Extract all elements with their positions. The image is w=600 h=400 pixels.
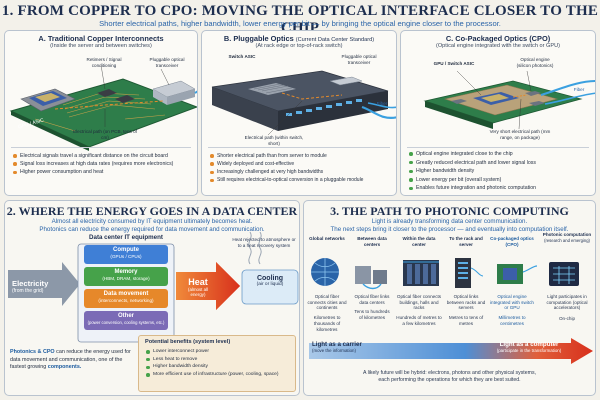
copper-bullets: Electrical signals travel a significant … xyxy=(13,152,173,176)
cpo-bullets: Optical engine integrated close to the c… xyxy=(409,150,536,193)
panel-copper: A. Traditional Copper Interconnects (Ins… xyxy=(4,30,198,196)
benefits-box: Potential benefits (system level) Lower … xyxy=(138,335,296,392)
page-subtitle: Shorter electrical paths, higher bandwid… xyxy=(99,19,501,28)
label-pluggable-transceiver: Pluggable optical transceiver xyxy=(341,54,377,65)
switch-asic xyxy=(248,83,296,95)
panel-photonic-path: 3. THE PATH TO PHOTONIC COMPUTING Light … xyxy=(303,200,596,396)
label-switch-asic: Switch ASIC xyxy=(228,54,256,59)
bullet-item: Electrical signals travel a significant … xyxy=(13,152,173,160)
label-retimers: Retimers / Signal conditioning xyxy=(86,57,122,68)
col-title-photonic: Photonic computation (research and emerg… xyxy=(542,232,592,243)
col-title-between-dc: Between data centers xyxy=(357,236,387,247)
it-equipment-title: Data center IT equipment xyxy=(89,234,163,241)
globe-icon xyxy=(311,258,339,286)
col-title-rack: To the rack and server xyxy=(449,236,483,247)
pluggable-transceiver xyxy=(329,76,363,86)
bullet-item: Optical engine integrated close to the c… xyxy=(409,150,536,159)
section2-intro: Almost all electricity consumed by IT eq… xyxy=(39,218,265,233)
benefit-item: Higher bandwidth density xyxy=(146,363,279,371)
col-desc-rack: Optical links between racks and servers … xyxy=(446,294,486,326)
col-desc-photonic: Light participates in computation (optic… xyxy=(546,294,588,322)
col-title-within-dc: Within the data center xyxy=(402,236,436,247)
bullet-item: Greatly reduced electrical path and lowe… xyxy=(409,159,536,168)
label-electrical-path: Electrical path (within switch, short) xyxy=(244,135,304,146)
cpo-package-illustration xyxy=(423,70,595,130)
benefit-item: Lower interconnect power xyxy=(146,348,279,356)
panel-cpo: C. Co-Packaged Optics (CPO) (Optical eng… xyxy=(400,30,596,196)
hybrid-future-note: A likely future will be hybrid: electron… xyxy=(362,370,536,384)
col-desc-between-dc: Optical fiber links data centers Tens to… xyxy=(354,294,390,321)
col-desc-cpo: Optical engine integrated with switch or… xyxy=(490,294,534,326)
col-desc-within-dc: Optical fiber connects buildings, halls … xyxy=(396,294,442,326)
benefit-item: More efficient use of infrastructure (po… xyxy=(146,371,279,379)
cooling-label: Cooling (air or liquid) xyxy=(256,275,284,287)
transceiver-module xyxy=(152,80,196,105)
datacenter-hall-icon xyxy=(403,260,439,286)
switch-illustration xyxy=(211,70,396,136)
panel-pluggable-subtitle: (At rack edge or top-of-rack switch) xyxy=(255,43,343,49)
section2-title: 2. WHERE THE ENERGY GOES IN A DATA CENTE… xyxy=(6,204,298,218)
label-optical-engine: Optical engine (silicon photonics) xyxy=(516,57,554,68)
compute-box: Compute (GPUs / CPUs) xyxy=(84,245,168,264)
carrier-to-computer-arrow xyxy=(309,338,593,364)
electricity-label: Electricity (from the grid) xyxy=(12,279,49,294)
heat-rejected-label: Heat rejected to atmosphere or to a heat… xyxy=(232,237,296,248)
label-pluggable-transceiver: Pluggable optical transceiver xyxy=(149,57,185,68)
data-movement-box: Data movement (interconnects, networking… xyxy=(84,289,168,308)
cpo-asic-chip xyxy=(473,92,519,105)
bullet-item: Enables future integration and photonic … xyxy=(409,184,536,193)
panel-pluggable-title-note: (Current Data Center Standard) xyxy=(295,37,375,43)
light-carrier-label: Light as a carrier (move the information… xyxy=(312,341,362,353)
col-title-cpo: Co-packaged optics (CPO) xyxy=(490,236,534,247)
cpo-chip-icon xyxy=(497,264,538,284)
col-desc-global: Optical fiber connects cities and contin… xyxy=(307,294,347,332)
panel-cpo-subtitle: (Optical engine integrated with the swit… xyxy=(435,43,561,49)
bullet-item: Lower energy per bit (overall system) xyxy=(409,176,536,185)
panel-copper-title: A. Traditional Copper Interconnects xyxy=(38,34,164,43)
retimer-chips xyxy=(97,89,135,103)
bullet-item: Widely deployed and cost-effective xyxy=(210,160,363,168)
panel-cpo-title: C. Co-Packaged Optics (CPO) xyxy=(445,34,551,43)
bullet-item: Signal loss increases at high data rates… xyxy=(13,160,173,168)
server-rack-icon xyxy=(455,258,484,288)
gpu-chip xyxy=(20,88,76,112)
cooling-box xyxy=(241,269,299,305)
electricity-arrow xyxy=(8,262,80,306)
section3-title: 3. THE PATH TO PHOTONIC COMPUTING xyxy=(330,204,569,218)
section3-intro: Light is already transforming data cente… xyxy=(330,218,569,233)
photonics-note: Photonics & CPO can reduce the energy us… xyxy=(10,349,131,371)
label-electrical-path: Electrical path (on PCB, tens of cm) xyxy=(73,129,137,140)
bullet-item: Higher power consumption and heat xyxy=(13,168,173,176)
light-computer-label: Light as a computer (participate in the … xyxy=(496,341,562,353)
label-electrical-path: Very short electrical path (mm range, on… xyxy=(489,129,551,140)
label-fiber: Fiber xyxy=(573,87,585,92)
label-fiber: Fiber xyxy=(376,101,388,106)
heat-label: Heat (almost all energy) xyxy=(187,277,208,297)
memory-box: Memory (HBM, DRAM, storage) xyxy=(84,267,168,286)
other-box: Other (power conversion, cooling systems… xyxy=(84,311,168,330)
bullet-item: Still requires electrical-to-optical con… xyxy=(210,176,363,184)
panel-copper-subtitle: (Inside the server and between switches) xyxy=(50,43,152,49)
benefit-item: Less heat to remove xyxy=(146,356,279,364)
bullet-item: Higher bandwidth density xyxy=(409,167,536,176)
bullet-item: Increasingly challenged at very high ban… xyxy=(210,168,363,176)
bullet-item: Shorter electrical path than from server… xyxy=(210,152,363,160)
copper-pcb-illustration xyxy=(9,64,197,151)
datacenter-buildings-icon xyxy=(355,266,387,290)
panel-pluggable-title: B. Pluggable Optics xyxy=(223,34,294,43)
benefits-title: Potential benefits (system level) xyxy=(145,339,231,345)
label-gpu-switch-asic: GPU / Switch ASIC xyxy=(433,61,475,66)
path-icons xyxy=(311,258,579,290)
optical-engine xyxy=(451,91,545,106)
panel-pluggable: B. Pluggable Optics (Current Data Center… xyxy=(201,30,397,196)
pluggable-bullets: Shorter electrical path than from server… xyxy=(210,152,363,184)
benefits-list: Lower interconnect power Less heat to re… xyxy=(146,348,279,378)
col-title-global: Global networks xyxy=(309,236,345,241)
photonic-chip-icon xyxy=(549,262,579,286)
